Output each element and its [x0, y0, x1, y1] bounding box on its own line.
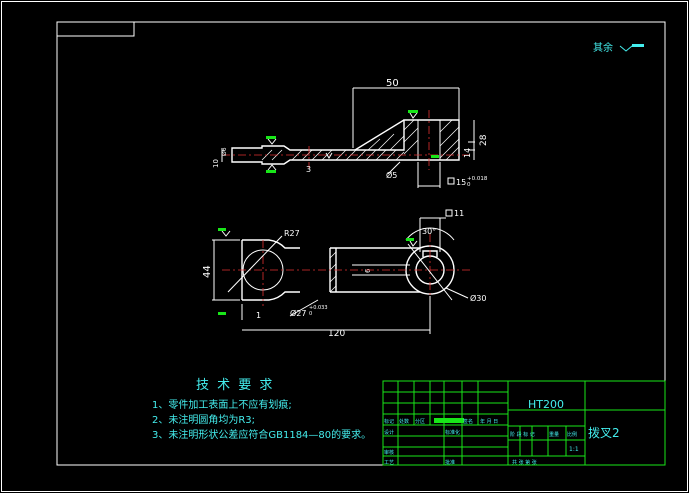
dim-phi5: Ø5 — [386, 170, 397, 180]
svg-text:年 月 日: 年 月 日 — [480, 418, 498, 425]
svg-text:共 张 第 张: 共 张 第 张 — [512, 459, 537, 466]
tech-req-item-3: 3、未注明形状公差应符合GB1184—80的要求。 — [152, 428, 371, 441]
dim-50: 50 — [386, 78, 399, 89]
tech-req-item-2: 2、未注明圆角均为R3; — [152, 413, 255, 426]
svg-text:审核: 审核 — [384, 449, 394, 456]
title-block: HT200 拨叉2 1:1 标记 处数 分区 签名 年 月 日 设计 标准化 阶… — [382, 380, 666, 466]
dim-3: 3 — [306, 165, 311, 174]
dim-30deg: 30° — [422, 227, 436, 236]
svg-text:工艺: 工艺 — [384, 460, 394, 466]
svg-text:设计: 设计 — [384, 429, 394, 436]
svg-text:Ø6: Ø6 — [221, 147, 228, 156]
part-name: 拨叉2 — [588, 426, 620, 440]
dim-28: 28 — [479, 134, 489, 146]
svg-text:标准化: 标准化 — [445, 429, 460, 436]
svg-text:批准: 批准 — [445, 459, 455, 466]
svg-text:+0.033: +0.033 — [309, 305, 328, 311]
tech-req-item-1: 1、零件加工表面上不应有划痕; — [152, 398, 292, 411]
tech-req-title: 技 术 要 求 — [196, 378, 274, 393]
dim-11: 11 — [454, 209, 464, 218]
svg-text:分区: 分区 — [415, 418, 425, 425]
dim-6: 6 — [364, 268, 372, 273]
scale: 1:1 — [569, 446, 579, 453]
reverse-code-box — [56, 21, 135, 37]
dim-10: 10 — [212, 159, 220, 168]
svg-text:重量: 重量 — [549, 431, 559, 438]
svg-text:处数: 处数 — [399, 418, 409, 425]
svg-text:0: 0 — [467, 182, 471, 188]
drawing-frame — [56, 21, 666, 466]
dim-phi30: Ø30 — [470, 293, 486, 303]
technical-requirements: 技 术 要 求 1、零件加工表面上不应有划痕; 2、未注明圆角均为R3; 3、未… — [152, 378, 371, 441]
dim-44: 44 — [202, 265, 213, 278]
svg-text:0: 0 — [309, 311, 312, 317]
roughness-note: 其余 — [593, 41, 644, 54]
material: HT200 — [528, 398, 564, 411]
dim-120: 120 — [328, 329, 345, 339]
svg-text:比例: 比例 — [567, 431, 577, 438]
dim-14: 14 — [463, 148, 472, 158]
svg-text:签名: 签名 — [463, 418, 473, 425]
svg-text:阶 段 标 记: 阶 段 标 记 — [510, 431, 535, 438]
svg-text:标记: 标记 — [384, 418, 394, 425]
front-view: 50 28 14 10 Ø6 3 Ø5 15 +0.018 0 — [212, 78, 489, 188]
top-view: 6 R27 44 11 30° Ø30 Ø27 +0.033 0 — [202, 209, 486, 339]
roughness-note-label: 其余 — [593, 41, 613, 54]
dim-r27: R27 — [284, 229, 300, 238]
dim-15-tol: +0.018 — [467, 176, 488, 182]
dim-1: 1 — [256, 311, 261, 320]
dim-15: 15 — [456, 178, 466, 187]
dim-phi27: Ø27 — [290, 308, 306, 318]
